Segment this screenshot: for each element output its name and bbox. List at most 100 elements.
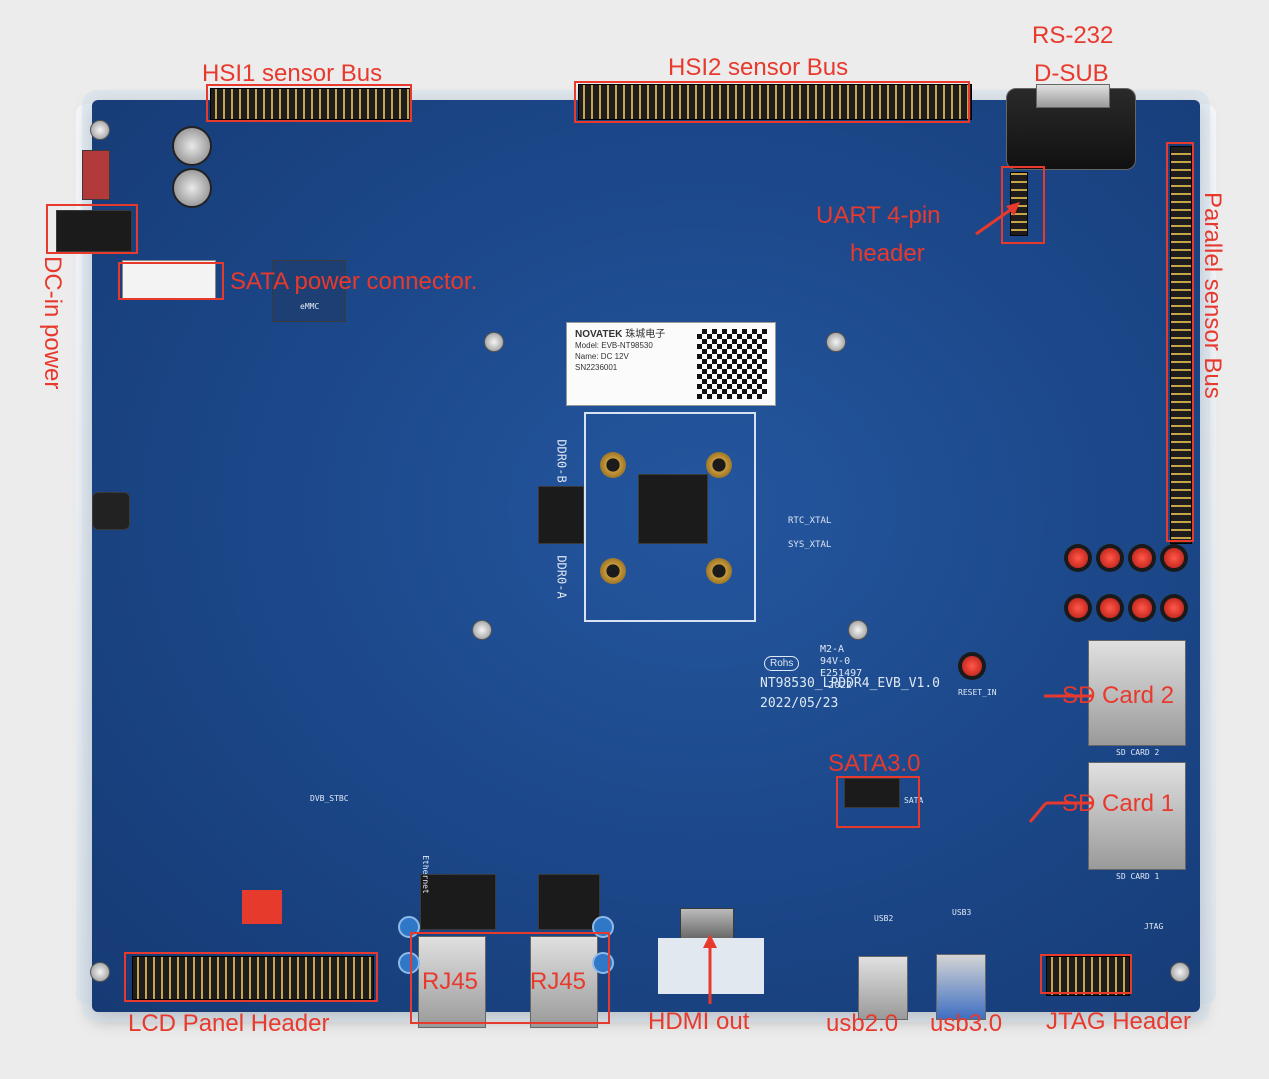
hsi2-frame xyxy=(574,81,970,123)
silk-emmc: eMMC xyxy=(300,302,320,311)
rj45-frame xyxy=(410,932,610,1024)
rs232-dsub-shell xyxy=(1036,84,1110,108)
callout-usb2: usb2.0 xyxy=(826,1010,899,1037)
label-model: Model: EVB-NT98530 xyxy=(575,341,653,350)
sd-card-1-slot xyxy=(1088,762,1186,870)
lcd-frame xyxy=(124,952,378,1002)
ddr-chip xyxy=(538,486,584,544)
rj45-jack-b xyxy=(530,936,598,1028)
callout-rs232-line1: RS-232 xyxy=(1032,22,1114,49)
socket-pad xyxy=(600,452,626,478)
qr-code xyxy=(697,329,767,399)
mounting-screw xyxy=(90,962,110,982)
rj45-jack-a xyxy=(418,936,486,1028)
callout-parallel: Parallel sensor Bus xyxy=(1199,192,1226,399)
silk-year: 2022 xyxy=(828,680,853,691)
soc-socket-outline xyxy=(584,412,756,622)
silk-sd-card-1: SD CARD 1 xyxy=(1116,872,1160,881)
callout-rj45-b: RJ45 xyxy=(530,968,587,995)
usb2-port xyxy=(858,956,908,1020)
power-button[interactable] xyxy=(1068,548,1088,568)
callout-rs232-line2: D-SUB xyxy=(1034,60,1109,87)
hsi1-frame xyxy=(206,84,412,122)
silk-e-num: E251497 xyxy=(820,668,863,679)
mounting-screw xyxy=(1170,962,1190,982)
callout-rj45-a: RJ45 xyxy=(422,968,479,995)
silk-usb3: USB3 xyxy=(952,908,972,917)
socket-pad xyxy=(600,558,626,584)
reset-button[interactable] xyxy=(962,656,982,676)
electrolytic-capacitor xyxy=(172,126,212,166)
hsi2-header xyxy=(578,84,972,120)
parallel-frame xyxy=(1166,142,1194,542)
power-button[interactable] xyxy=(1068,598,1088,618)
ethernet-transformer xyxy=(538,874,600,930)
parallel-sensor-header xyxy=(1170,146,1192,544)
usb3-port xyxy=(936,954,986,1020)
dc-in-jack xyxy=(56,210,132,252)
mounting-screw xyxy=(484,332,504,352)
power-inductor xyxy=(92,492,130,530)
mounting-screw xyxy=(472,620,492,640)
jtag-frame xyxy=(1040,954,1132,994)
silk-sd-card-2: SD CARD 2 xyxy=(1116,748,1160,757)
jtag-header xyxy=(1046,956,1130,996)
power-button[interactable] xyxy=(1132,548,1152,568)
mounting-screw xyxy=(90,120,110,140)
ceramic-capacitor xyxy=(398,952,420,974)
silk-ddr0a: DDR0-A xyxy=(554,555,569,599)
silk-reset: RESET_IN xyxy=(958,688,997,697)
power-switch xyxy=(82,150,110,200)
callout-sata3: SATA3.0 xyxy=(828,750,921,777)
silk-ethernet: Ethernet xyxy=(420,855,430,894)
silk-ul: 94V-0 xyxy=(820,656,851,667)
silk-m2: M2-A xyxy=(820,644,845,655)
sata3-connector xyxy=(844,778,900,808)
product-label: NOVATEK 珠城电子 Model: EVB-NT98530 Name: DC… xyxy=(566,322,776,406)
power-button[interactable] xyxy=(1164,548,1184,568)
power-button[interactable] xyxy=(1164,598,1184,618)
silk-jtag: JTAG xyxy=(1144,922,1164,931)
callout-jtag: JTAG Header xyxy=(1046,1008,1191,1035)
callout-sata-power: SATA power connector. xyxy=(230,268,478,295)
power-button[interactable] xyxy=(1132,598,1152,618)
silk-usb2: USB2 xyxy=(874,914,894,923)
power-button[interactable] xyxy=(1100,548,1120,568)
evb-board: NOVATEK 珠城电子 Model: EVB-NT98530 Name: DC… xyxy=(56,84,1200,1028)
socket-pad xyxy=(706,452,732,478)
ethernet-transformer xyxy=(420,874,496,930)
callout-lcd: LCD Panel Header xyxy=(128,1010,330,1037)
callout-uart-line1: UART 4-pin xyxy=(816,202,941,229)
label-brand: NOVATEK xyxy=(575,329,623,340)
sata-power-connector xyxy=(122,260,216,300)
callout-hdmi: HDMI out xyxy=(648,1008,750,1035)
silk-sys-xtal: SYS_XTAL xyxy=(788,540,832,550)
hsi1-header xyxy=(210,88,412,120)
callout-sd2: SD Card 2 xyxy=(1062,682,1175,709)
silk-dvb-stbc: DVB_STBC xyxy=(310,794,349,803)
label-name: Name: DC 12V xyxy=(575,352,629,361)
callout-hsi1: HSI1 sensor Bus xyxy=(202,60,383,87)
silk-sata: SATA xyxy=(904,796,924,805)
callout-dc-in: DC-in power xyxy=(39,256,66,390)
callout-uart-line2: header xyxy=(850,240,925,267)
dc-in-frame xyxy=(46,204,138,254)
callout-hsi2: HSI2 sensor Bus xyxy=(668,54,849,81)
power-button[interactable] xyxy=(1100,598,1120,618)
soc-chip xyxy=(638,474,708,544)
callout-usb3: usb3.0 xyxy=(930,1010,1003,1037)
label-serial: SN2236001 xyxy=(575,363,618,372)
dip-switch[interactable] xyxy=(242,890,282,924)
sata-power-frame xyxy=(118,262,224,300)
emmc-chip xyxy=(272,260,346,322)
callout-sd1: SD Card 1 xyxy=(1062,790,1175,817)
mounting-screw xyxy=(826,332,846,352)
silk-ddr0b: DDR0-B xyxy=(554,439,569,483)
silk-date: 2022/05/23 xyxy=(760,696,839,711)
acrylic-cutout xyxy=(658,938,764,994)
sata3-frame xyxy=(836,776,920,828)
uart-frame xyxy=(1001,166,1045,244)
silk-board-name: NT98530_LPDDR4_EVB_V1.0 xyxy=(760,676,941,691)
mounting-screw xyxy=(848,620,868,640)
rohs-mark: Rohs xyxy=(764,656,800,671)
